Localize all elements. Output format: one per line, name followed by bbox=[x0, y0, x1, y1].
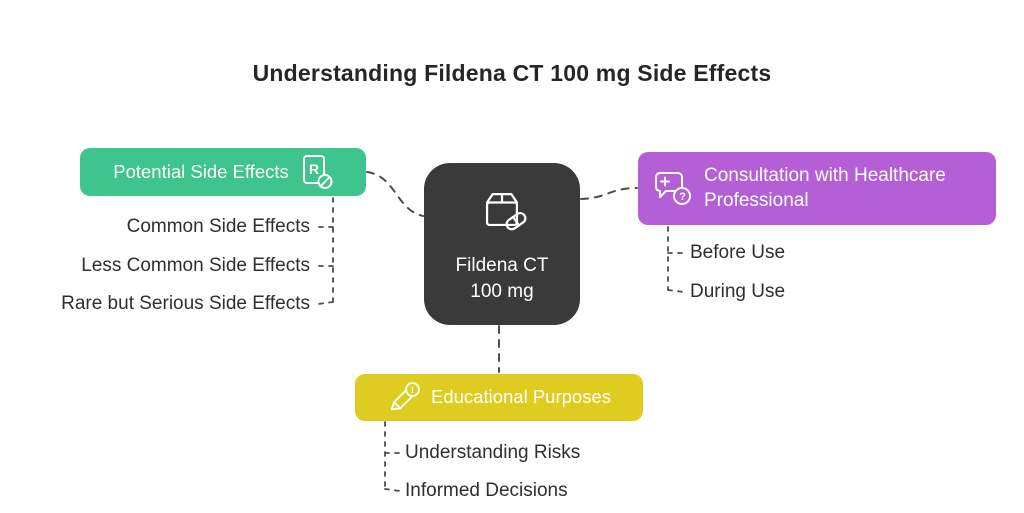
svg-text:?: ? bbox=[679, 191, 686, 203]
subtopic-common-side-effects: Common Side Effects bbox=[126, 216, 310, 237]
branch-node-educational-purposes: i Educational Purposes bbox=[355, 374, 643, 421]
subtopic-rare-serious-side-effects: Rare but Serious Side Effects bbox=[61, 293, 310, 314]
branch-label: Potential Side Effects bbox=[113, 160, 289, 182]
connector-right-tick-2 bbox=[667, 289, 685, 293]
page-title: Understanding Fildena CT 100 mg Side Eff… bbox=[252, 60, 772, 86]
subtopic-less-common-side-effects: Less Common Side Effects bbox=[81, 255, 310, 276]
subtopic-during-use: During Use bbox=[690, 281, 786, 302]
central-node-label-line2: 100 mg bbox=[470, 281, 534, 302]
healthcare-chat-icon: ? bbox=[652, 170, 692, 208]
connector-bottom-tick-2 bbox=[384, 488, 401, 492]
subtopic-before-use: Before Use bbox=[690, 242, 786, 263]
central-node-label-line1: Fildena CT bbox=[455, 255, 549, 277]
subtopic-understanding-risks: Understanding Risks bbox=[405, 442, 581, 463]
connector-left-tick-3 bbox=[317, 301, 334, 305]
central-node-fildena-ct-100mg: Fildena CT 100 mg bbox=[424, 163, 580, 325]
branch-node-potential-side-effects: Potential Side Effects R bbox=[80, 148, 366, 196]
branch-node-consultation-healthcare: ? Consultation with Healthcare Professio… bbox=[638, 152, 996, 225]
pencil-info-icon: i bbox=[387, 381, 421, 415]
branch-label: Consultation with Healthcare Professiona… bbox=[704, 164, 946, 211]
subtopic-informed-decisions: Informed Decisions bbox=[405, 480, 568, 501]
svg-text:i: i bbox=[411, 385, 414, 396]
svg-text:R: R bbox=[309, 161, 319, 177]
branch-label: Educational Purposes bbox=[431, 386, 611, 408]
medicine-box-icon bbox=[474, 183, 530, 237]
connector-green-to-center bbox=[366, 171, 424, 217]
central-node-label: Fildena CT 100 mg bbox=[456, 253, 549, 304]
connector-center-to-purple bbox=[580, 187, 638, 200]
prescription-rx-icon: R bbox=[301, 154, 333, 190]
